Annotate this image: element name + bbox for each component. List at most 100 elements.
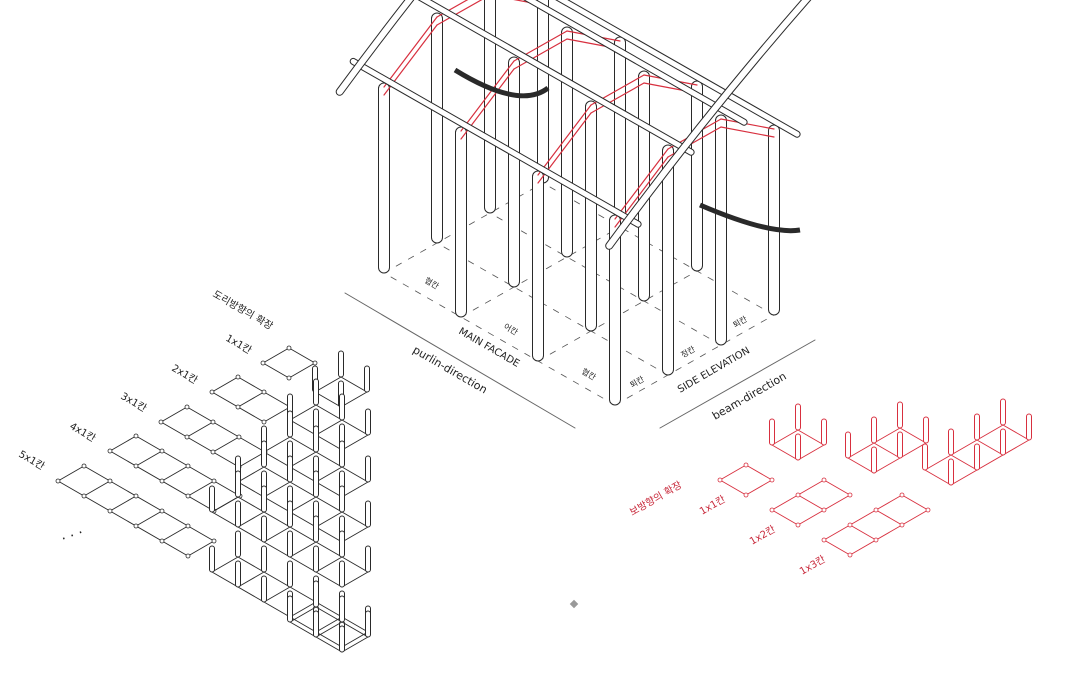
grid-node (795, 492, 801, 498)
frame-line (289, 496, 317, 513)
grid-node (312, 360, 318, 366)
frame-post (261, 440, 267, 468)
grid-node (133, 433, 139, 439)
frame-post (339, 595, 345, 623)
frame-post (287, 500, 293, 528)
frame-post (897, 431, 903, 459)
column (614, 36, 626, 228)
grid-line (135, 450, 163, 467)
frame-post (365, 610, 371, 638)
grid-line (211, 376, 239, 393)
grid-line (160, 406, 188, 423)
roof-rafter-fill (606, 0, 811, 249)
grid-node (185, 523, 191, 529)
grid-node (184, 434, 190, 440)
frame-post (871, 446, 877, 474)
purlin-dimension-line (344, 292, 576, 429)
grid-line (719, 479, 747, 496)
column (455, 126, 467, 318)
frame-post (313, 515, 319, 543)
grid-node (236, 434, 242, 440)
grid-node (743, 492, 749, 498)
grid-node (821, 477, 827, 483)
grid-node (261, 419, 267, 425)
grid-node (133, 463, 139, 469)
grid-line (161, 525, 189, 542)
grid-node (133, 493, 139, 499)
grid-node (873, 537, 879, 543)
frame-post (1000, 398, 1006, 426)
frame-post (974, 413, 980, 441)
frame-post (795, 433, 801, 461)
grid-node (185, 493, 191, 499)
grid-node (210, 449, 216, 455)
grid-line (161, 465, 189, 482)
front-bay-label: 협칸 (423, 275, 441, 291)
grid-node (286, 345, 292, 351)
frame-post (339, 625, 345, 653)
frame-post (287, 530, 293, 558)
frame-line (950, 454, 978, 471)
beam (614, 148, 669, 220)
beam-dimension-line (659, 339, 816, 429)
frame-post (365, 408, 371, 436)
frame-line (341, 526, 369, 543)
frame-post (287, 560, 293, 588)
frame-line (263, 481, 291, 498)
column (768, 124, 780, 316)
floor-grid-line (383, 272, 616, 406)
frame-line (899, 427, 927, 444)
frame-line (263, 586, 291, 603)
frame-post (769, 418, 775, 446)
grid-node (261, 389, 267, 395)
grid-node (133, 523, 139, 529)
frame-post (845, 431, 851, 459)
column (715, 114, 727, 346)
frame-line (341, 434, 369, 451)
frame-line (873, 442, 901, 459)
frame-line (847, 457, 875, 474)
grid-node (55, 478, 61, 484)
frame-post (974, 443, 980, 471)
frame-line (340, 376, 368, 393)
column (508, 56, 520, 288)
frame-line (924, 469, 952, 486)
frame-line (289, 601, 317, 618)
frame-post (1000, 428, 1006, 456)
grid-node (107, 478, 113, 484)
frame-line (315, 511, 343, 528)
grid-line (57, 465, 85, 482)
frame-post (287, 455, 293, 483)
frame-line (315, 621, 343, 638)
grid-node (795, 522, 801, 528)
frame-post (948, 458, 954, 486)
frame-post (235, 530, 241, 558)
grid-node (821, 507, 827, 513)
grid-node (260, 360, 266, 366)
purlin-fill (525, 0, 747, 125)
frame-post (313, 470, 319, 498)
grid-node (158, 419, 164, 425)
frame-post (923, 416, 929, 444)
roof-rafter-fill (336, 0, 414, 95)
frame-post (313, 610, 319, 638)
frame-post (261, 515, 267, 543)
grid-line (237, 391, 265, 408)
grid-node (107, 508, 113, 514)
frame-line (341, 481, 369, 498)
frame-line (950, 439, 1030, 486)
grid-line (823, 479, 851, 496)
grid-line (745, 479, 773, 496)
frame-line (263, 436, 291, 453)
grid-node (847, 522, 853, 528)
grid-line (109, 435, 137, 452)
purlin-item-label: 1x1칸 (224, 332, 254, 356)
frame-post (287, 410, 293, 438)
column (431, 12, 443, 244)
frame-post (261, 545, 267, 573)
grid-line (57, 480, 189, 557)
grid-node (769, 477, 775, 483)
grid-line (135, 510, 163, 527)
frame-line (314, 391, 342, 408)
